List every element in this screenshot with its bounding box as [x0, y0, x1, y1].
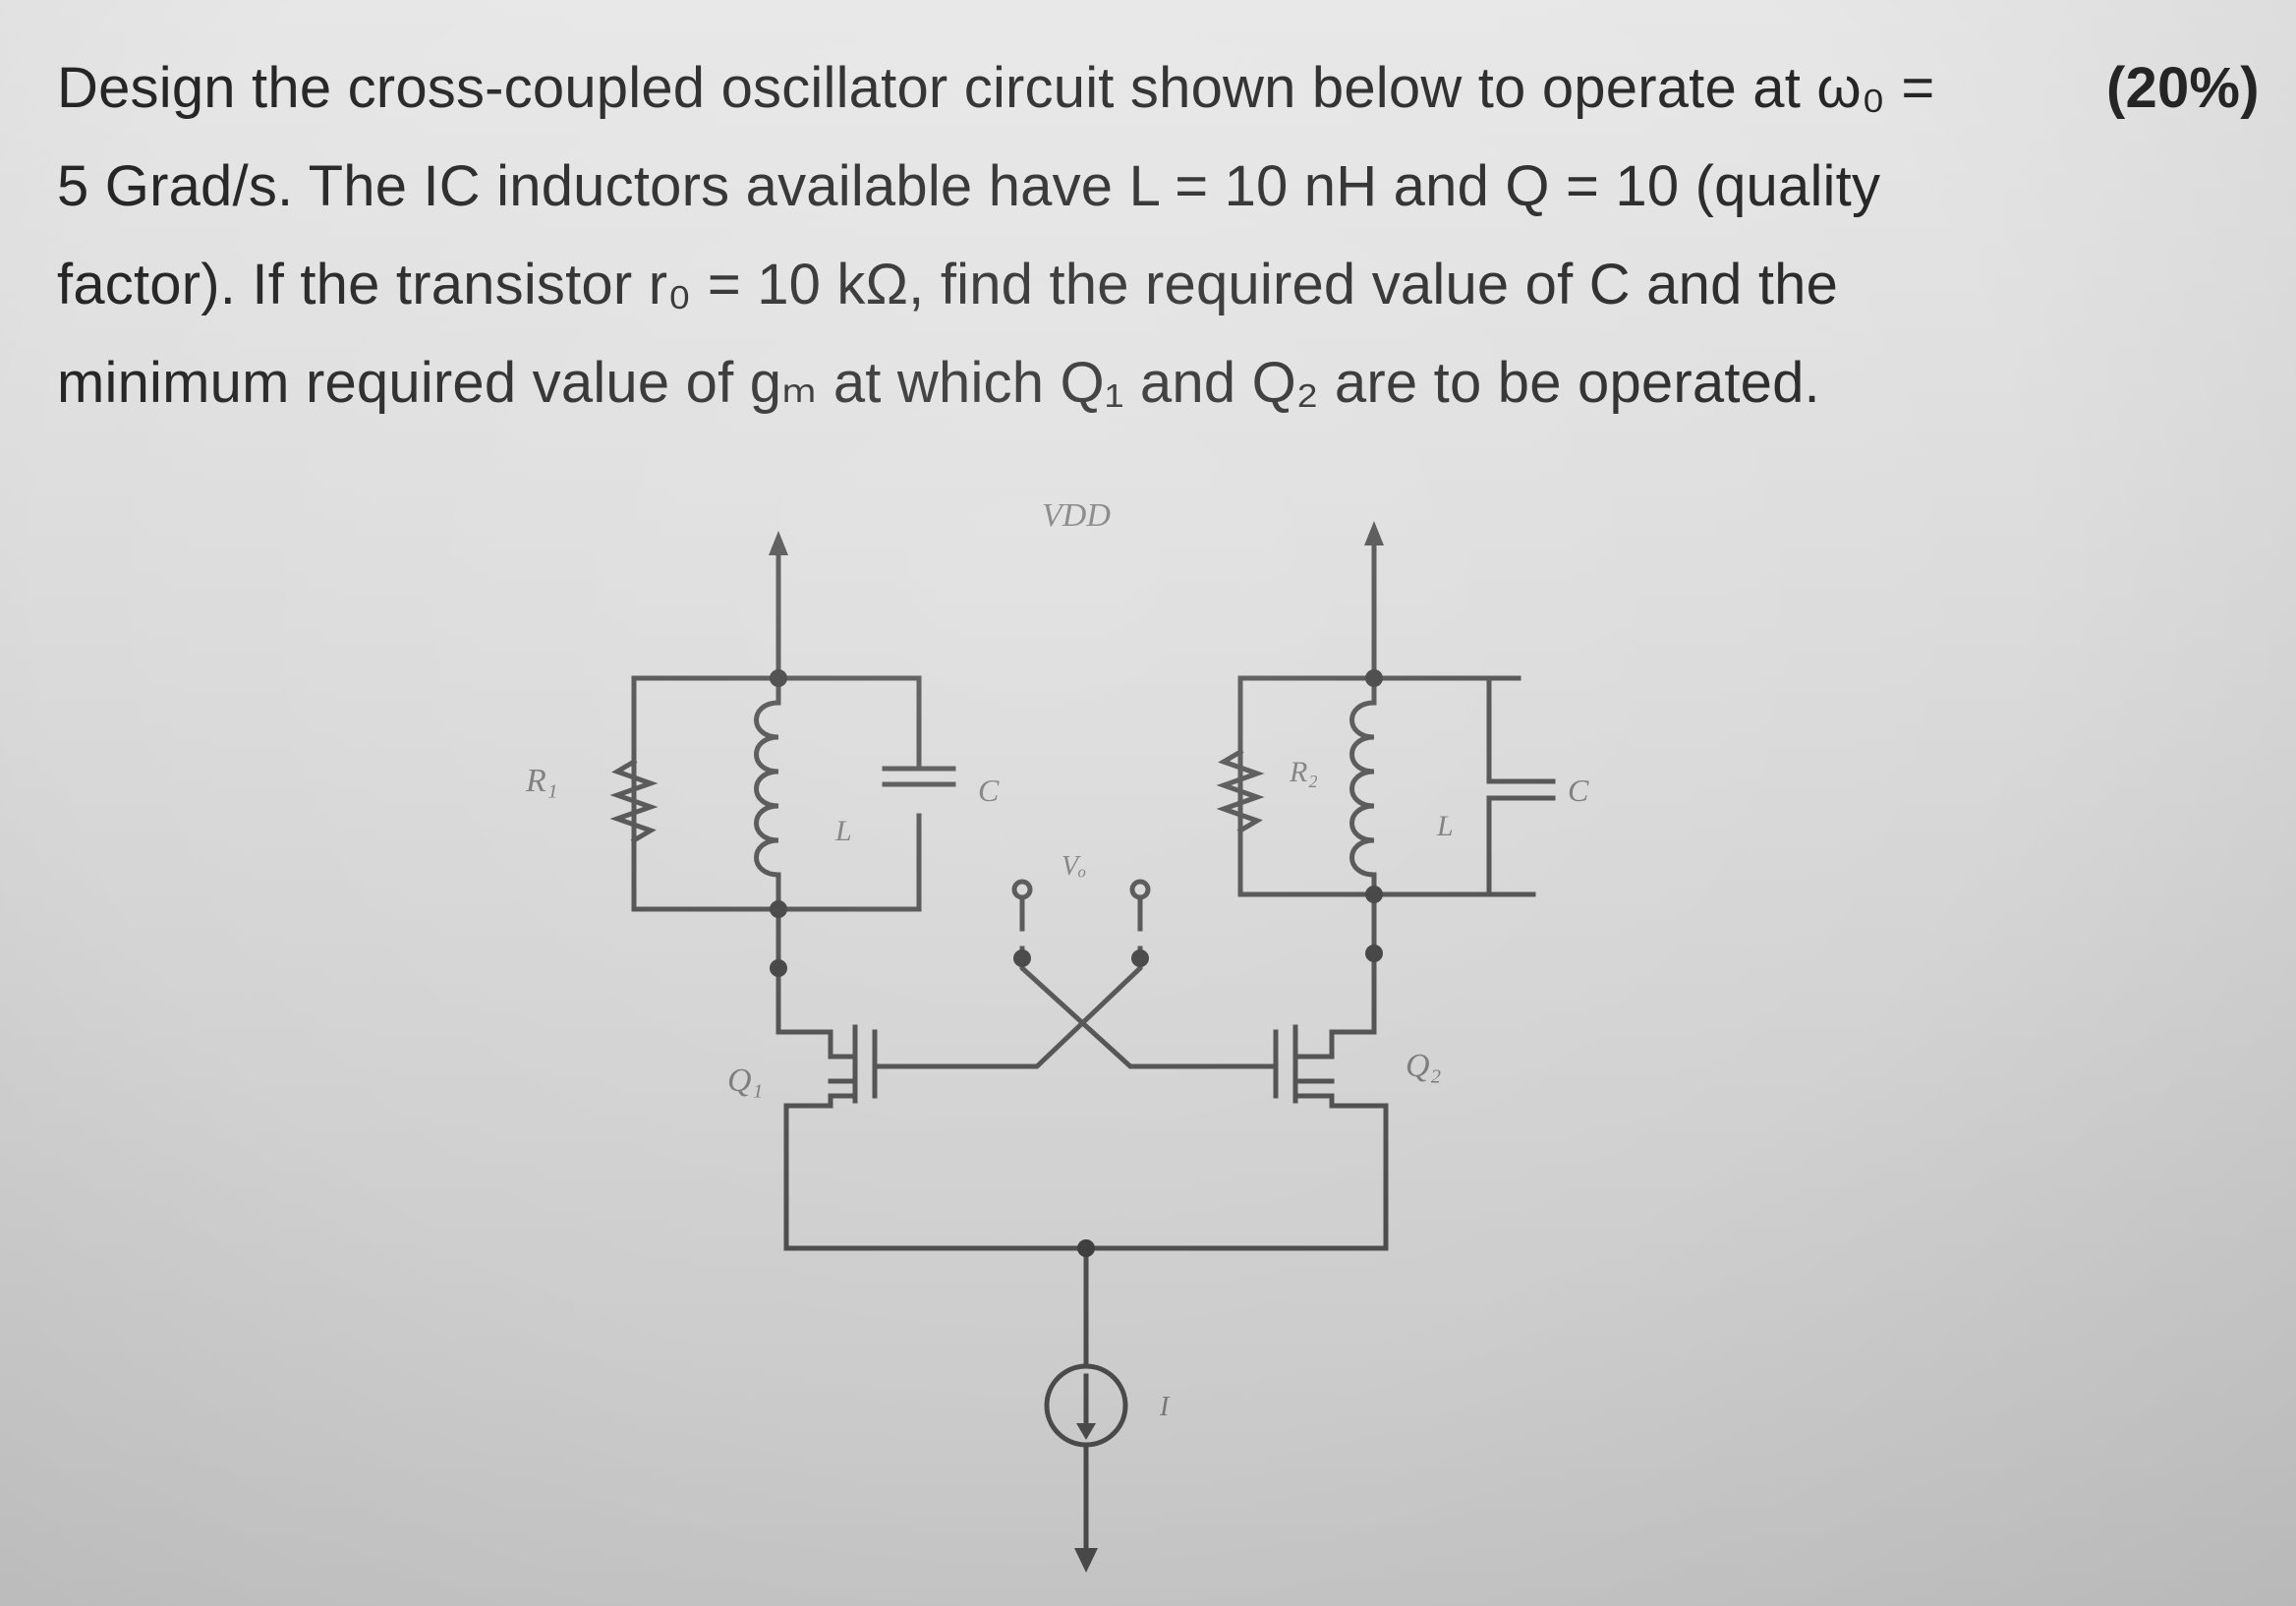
problem-line-2: 5 Grad/s. The IC inductors available hav…	[57, 154, 1881, 218]
r2-label: R₂	[1289, 756, 1318, 788]
c2-label: C	[1568, 773, 1589, 808]
l1-label: L	[834, 815, 852, 847]
vdd-arrow-right	[1364, 521, 1384, 671]
problem-line-1-text: Design the cross-coupled oscillator circ…	[57, 56, 1935, 120]
q1-transistor-symbol	[828, 1024, 912, 1104]
r1-label: R₁	[525, 763, 558, 799]
problem-statement: Design the cross-coupled oscillator circ…	[57, 39, 2268, 432]
vo-label: Vₒ	[1062, 851, 1086, 882]
r1-resistor-symbol	[609, 758, 659, 844]
junction-dots	[770, 669, 1383, 1257]
right-tank	[1237, 675, 1536, 897]
l2-inductor-symbol	[1349, 700, 1377, 878]
q2-label: Q₂	[1406, 1048, 1441, 1084]
problem-line-4: minimum required value of gₘ at which Q₁…	[57, 351, 1820, 415]
c1-capacitor-symbol	[882, 766, 956, 787]
problem-line-1: Design the cross-coupled oscillator circ…	[57, 39, 2268, 138]
q1-source-wire	[783, 1093, 1089, 1251]
r2-resistor-symbol	[1216, 748, 1265, 834]
q2-source-wire	[1083, 1093, 1389, 1251]
q1-label: Q₁	[727, 1062, 763, 1099]
problem-line-3: factor). If the transistor r₀ = 10 kΩ, f…	[57, 253, 1839, 316]
l1-inductor-symbol	[754, 700, 781, 878]
vdd-label: VDD	[1042, 497, 1111, 534]
l2-label: L	[1436, 810, 1454, 842]
current-source	[1044, 1245, 1128, 1573]
output-terminals	[1011, 879, 1151, 932]
q2-transistor-symbol	[1235, 1024, 1335, 1104]
q1-drain-lead	[775, 1014, 833, 1060]
c1-label: C	[978, 773, 1000, 808]
vdd-arrow-left	[769, 531, 788, 681]
q2-drain-lead	[1329, 1014, 1377, 1060]
c2-capacitor-symbol	[1486, 778, 1556, 801]
current-source-label: I	[1159, 1392, 1171, 1422]
cross-coupling-wires	[906, 946, 1241, 1069]
marks-percentage: (20%)	[2106, 56, 2260, 120]
left-tank	[631, 675, 922, 912]
